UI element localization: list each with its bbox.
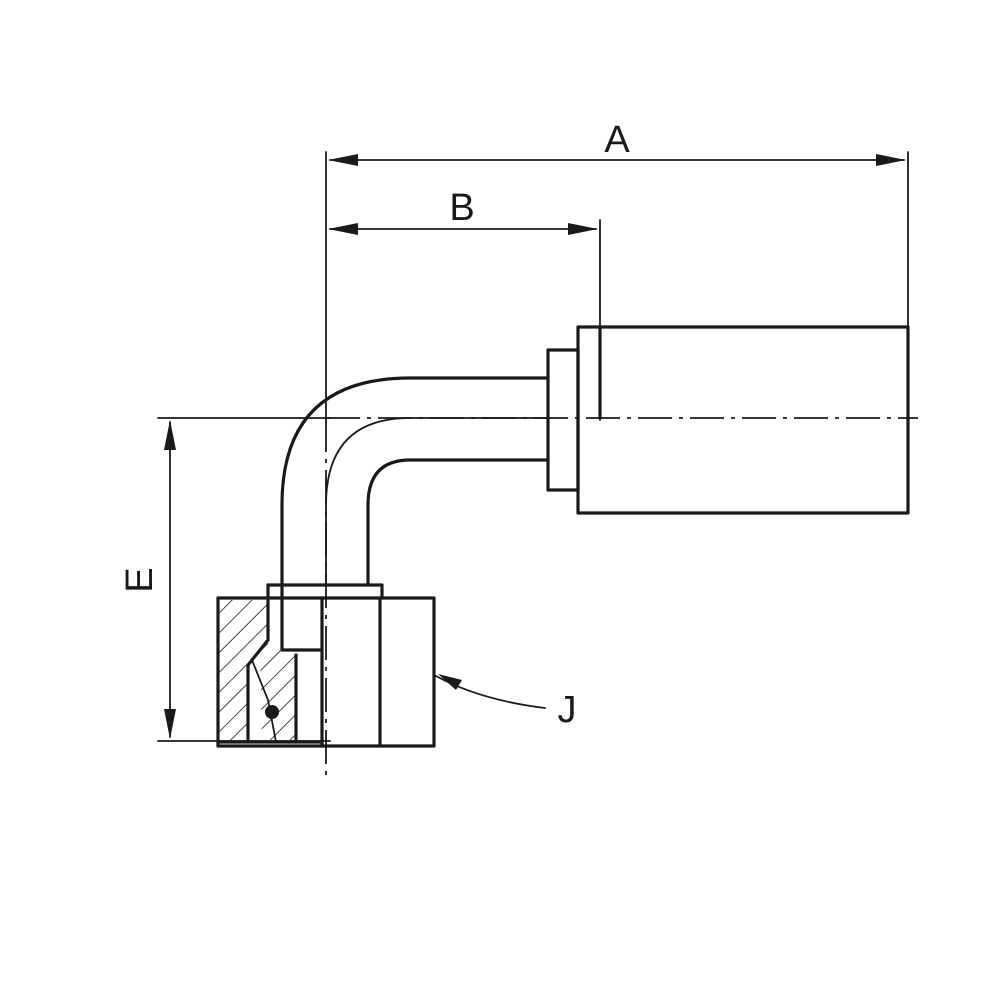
label-j: J xyxy=(558,689,577,731)
label-b: B xyxy=(449,187,474,229)
seal-contact-line xyxy=(251,659,277,743)
nut-hatching xyxy=(218,600,268,742)
leader-arrowhead xyxy=(438,674,462,690)
leader-line-j xyxy=(435,675,546,709)
nut-thread-profile xyxy=(246,583,270,744)
tube-inner-wall xyxy=(366,458,550,587)
seat-hatching xyxy=(260,640,296,740)
arrowhead-right xyxy=(568,223,598,235)
tube-bend-centerline xyxy=(325,417,549,586)
o-ring xyxy=(265,705,279,719)
hose-socket xyxy=(546,325,910,515)
socket-body xyxy=(576,325,910,515)
label-a: A xyxy=(604,119,630,161)
tube-outer-wall xyxy=(280,376,550,652)
arrowhead-left xyxy=(328,223,358,235)
arrowhead-top xyxy=(164,420,176,450)
label-e: E xyxy=(119,567,161,592)
nut-shoulder xyxy=(266,583,384,600)
dimension-b: B xyxy=(328,187,601,421)
arrowhead-right xyxy=(876,154,906,166)
bent-tube xyxy=(280,376,550,652)
dimension-a: A xyxy=(325,119,909,421)
dimension-e: E xyxy=(119,417,331,742)
nut-body-right xyxy=(320,596,436,748)
arrowhead-bottom xyxy=(164,709,176,739)
arrowhead-left xyxy=(328,154,358,166)
leader-j: J xyxy=(435,674,577,731)
socket-collar xyxy=(546,348,580,492)
